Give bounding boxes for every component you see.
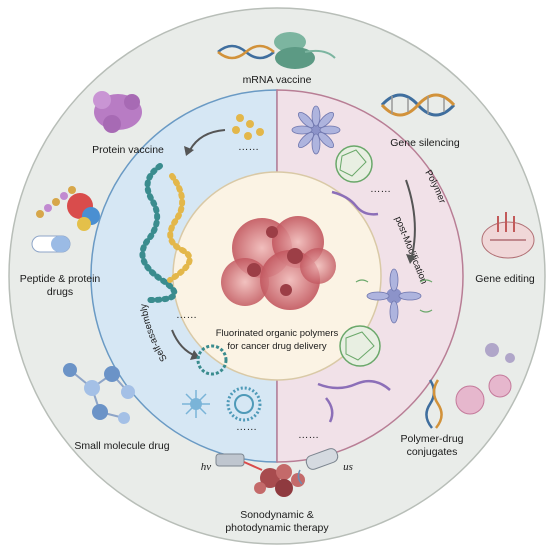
label-gene-editing: Gene editing xyxy=(475,273,535,285)
label-polymer-drug-line2: conjugates xyxy=(407,446,458,458)
ultrasound-probe-icon xyxy=(297,448,339,485)
label-gene-silencing: Gene silencing xyxy=(390,137,460,149)
ellipsis-left-mid: …… xyxy=(176,309,197,321)
center-title-line2: for cancer drug delivery xyxy=(227,341,327,352)
tumor-tissue-icon xyxy=(254,464,305,497)
tumor-cluster-icon xyxy=(221,216,336,310)
mrna-dna-helix-icon xyxy=(217,44,275,60)
label-hv: hv xyxy=(201,461,212,473)
laser-icon xyxy=(215,453,263,471)
network-nanoparticle-icon xyxy=(335,145,373,183)
strand-conjugate-icon xyxy=(317,379,391,423)
flower-nanoparticle-icon xyxy=(291,105,341,155)
ellipsis-right-bottom: …… xyxy=(298,429,319,441)
arrow-head-icon xyxy=(406,254,416,264)
center-title-line1: Fluorinated organic polymers xyxy=(216,328,339,339)
label-polymer-drug-line1: Polymer-drug xyxy=(400,433,463,445)
gene-editing-icon xyxy=(481,212,535,259)
peptide-drug-icon xyxy=(36,186,100,231)
label-small-molecule: Small molecule drug xyxy=(74,440,169,452)
monomer-dots-icon xyxy=(232,114,264,140)
label-us: us xyxy=(343,461,353,473)
flower-conjugate-icon xyxy=(355,268,433,324)
label-peptide-protein-line1: Peptide & protein xyxy=(20,273,101,285)
arrow-modification-icon xyxy=(405,179,416,257)
polymer-chain-icon xyxy=(139,163,193,303)
label-mrna-vaccine: mRNA vaccine xyxy=(243,74,312,86)
nanostructures-icon xyxy=(182,344,262,422)
gene-silencing-dna-icon xyxy=(380,93,456,117)
small-molecule-icon xyxy=(63,363,135,424)
label-sono-line2: photodynamic therapy xyxy=(225,522,329,534)
ellipsis-left-top: …… xyxy=(238,141,259,153)
capsule-icon xyxy=(31,235,71,253)
ellipsis-left-bottom: …… xyxy=(236,421,257,433)
label-peptide-protein-line2: drugs xyxy=(47,286,73,298)
label-sono-line1: Sonodynamic & xyxy=(240,509,314,521)
protein-vaccine-icon xyxy=(93,91,142,133)
polymer-strand-icon xyxy=(331,190,379,216)
label-protein-vaccine: Protein vaccine xyxy=(92,144,164,156)
polymer-drug-conjugate-icon xyxy=(425,343,515,429)
ribosome-icon xyxy=(274,32,336,69)
network-conjugate-icon xyxy=(339,325,381,367)
arrow-head-icon xyxy=(184,146,194,156)
ellipsis-right-top: …… xyxy=(370,183,391,195)
arrow-polymerize-icon xyxy=(189,129,226,151)
